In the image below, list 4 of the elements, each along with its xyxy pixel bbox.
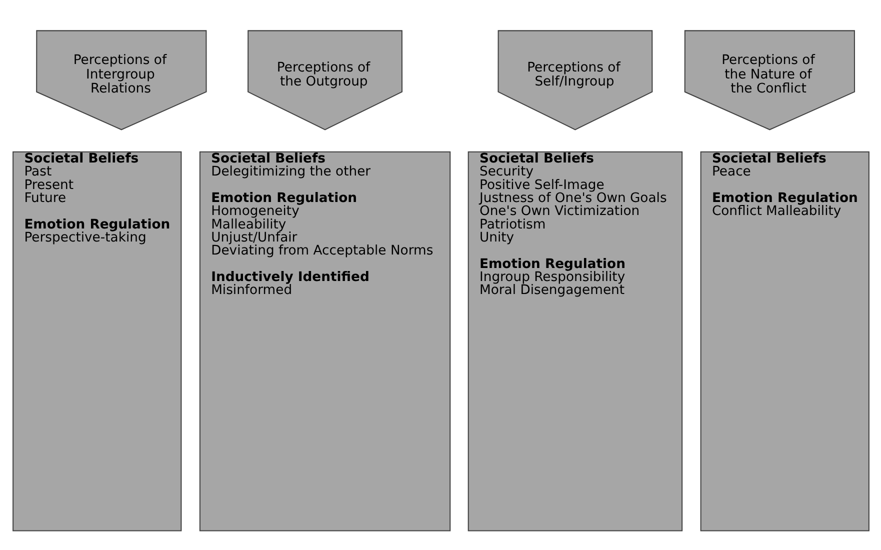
node-box: Societal Beliefs Peace Emotion Regulation Conflict Malleability (700, 150, 869, 531)
node-box: Societal Beliefs Past Present Future Emotion Regulation Perspective-taking (12, 150, 182, 531)
node-box: Societal Beliefs Security Positive Self-Image Justness of One's Own Goals One's Own Victimization Patriotism Unity Emotion Regulation Ingroup Responsibility Moral Disengagement (467, 150, 682, 531)
node-box: Societal Beliefs Delegitimizing the other Emotion Regulation Homogeneity Malleability Unjust/Unfair Deviating from Acceptable Norms Inductively Identified Misinformed (198, 150, 450, 531)
